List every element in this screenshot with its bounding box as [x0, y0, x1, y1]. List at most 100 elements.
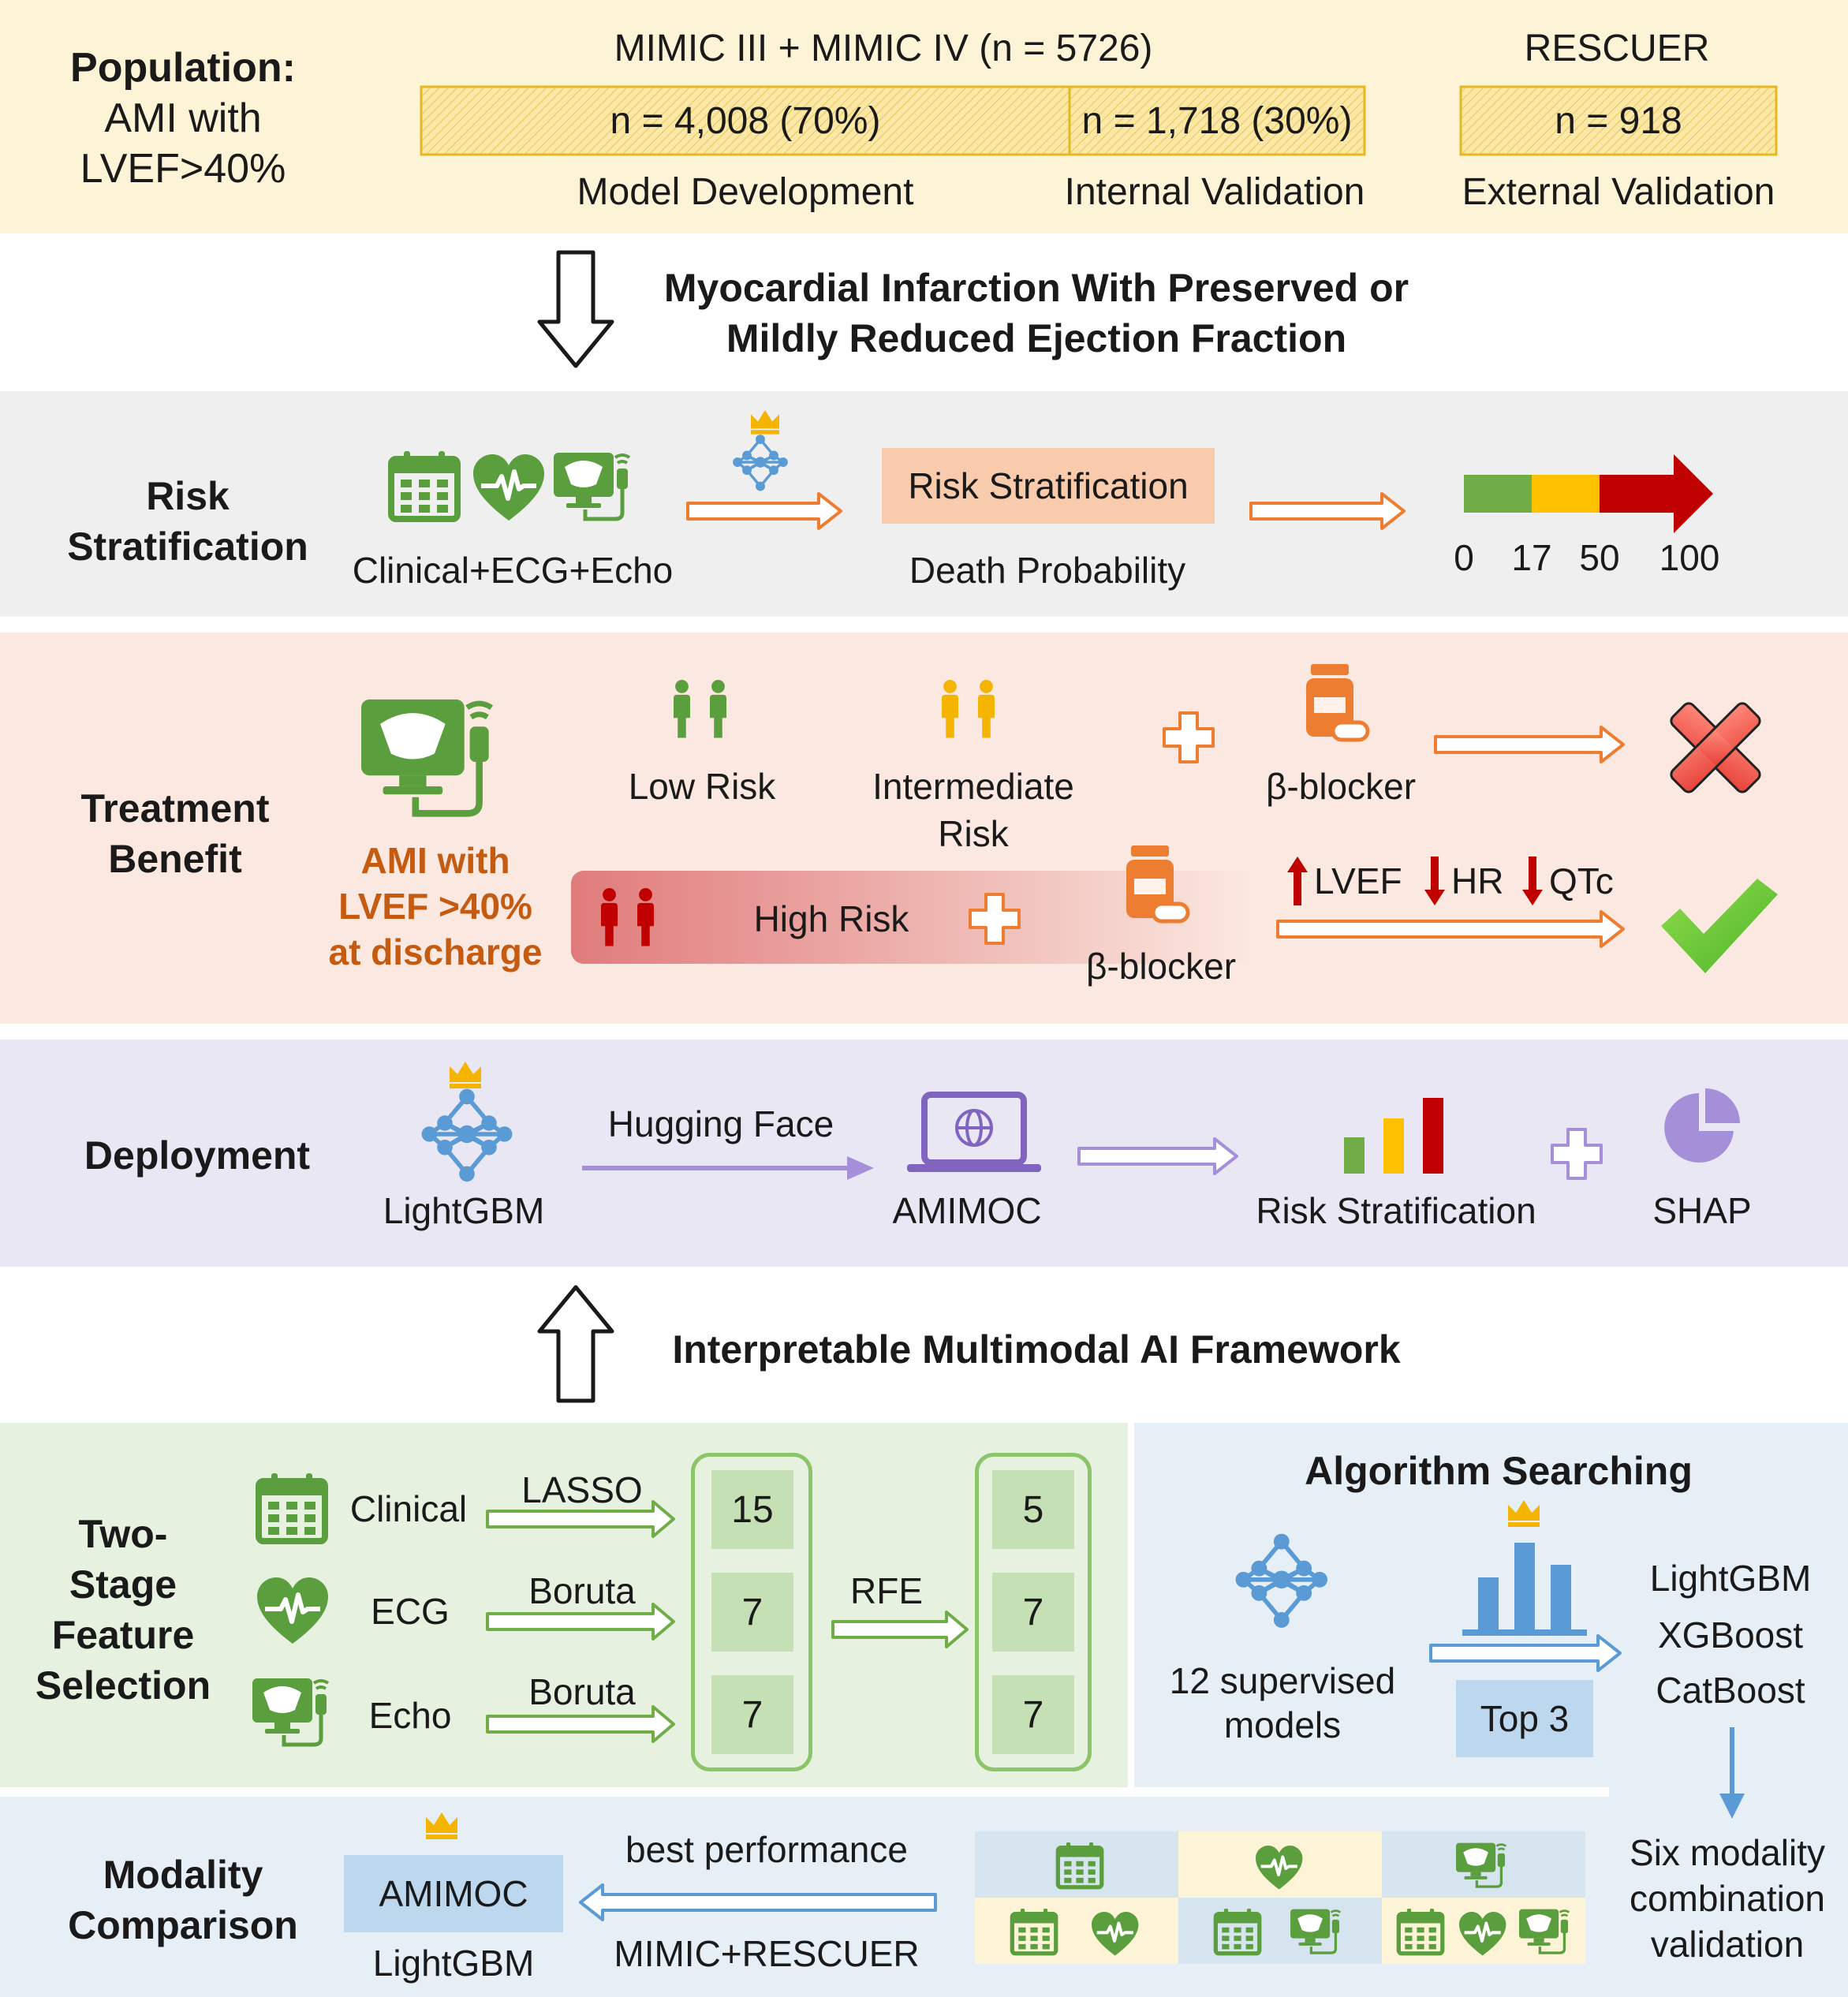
- qtc-down-arrow-icon: [1522, 857, 1543, 905]
- validation-line2: combination: [1629, 1878, 1826, 1919]
- ranking-bars-icon: [1462, 1500, 1587, 1636]
- validation-down-arrow: [1719, 1727, 1745, 1819]
- models-line1: 12 supervised: [1169, 1660, 1396, 1701]
- lightgbm-network-icon: [420, 1062, 514, 1172]
- treatment-title-line2: Benefit: [108, 837, 242, 881]
- amimoc-crown-icon: [426, 1812, 457, 1839]
- feature-title-line3: Feature: [51, 1613, 195, 1657]
- validation-line3: validation: [1650, 1924, 1805, 1965]
- pie-chart-icon: [1664, 1088, 1740, 1163]
- intermediate-risk-people-icon: [942, 680, 995, 738]
- risk-scale-segment-0: [1464, 475, 1532, 513]
- grid-heart-icon-1: [1254, 1844, 1305, 1891]
- plus-icon: [1163, 711, 1215, 763]
- risk-bars-icon: [1344, 1098, 1443, 1174]
- risk-stratification-box-label: Risk Stratification: [908, 465, 1189, 506]
- effect-hr: HR: [1451, 860, 1504, 901]
- heading-mi-line1: Myocardial Infarction With Preserved or: [663, 266, 1409, 310]
- internal-n: n = 1,718 (30%): [1081, 100, 1353, 142]
- stage1-echo-count: 7: [711, 1675, 793, 1754]
- feature-arrows-stage1: [486, 1500, 675, 1743]
- rescuer-header: RESCUER: [1524, 28, 1710, 69]
- beta-blocker-label-1: β-blocker: [1265, 766, 1417, 807]
- stage2-echo-count: 7: [992, 1675, 1074, 1754]
- heart-ecg-icon: [473, 454, 546, 522]
- deployment-model-label: LightGBM: [383, 1190, 545, 1231]
- development-label: Model Development: [577, 171, 914, 213]
- stage1-ecg-count: 7: [711, 1573, 793, 1652]
- feature-title-line1: Two-: [78, 1512, 168, 1556]
- stage2-container: [975, 1453, 1092, 1771]
- grid-calendar-icon-3: [1215, 1909, 1262, 1956]
- rfe-arrow: [831, 1611, 969, 1648]
- risk-scale-tick-17: 17: [1511, 537, 1552, 578]
- top-model-1: LightGBM: [1649, 1558, 1812, 1599]
- risk-scale-tick-50: 50: [1579, 537, 1620, 578]
- stage2-ecg-count: 7: [992, 1573, 1074, 1652]
- grid-heart-icon-3: [1458, 1910, 1508, 1958]
- beta-blocker-bottle-icon-2: [1126, 845, 1197, 932]
- population-line2: AMI with: [104, 95, 262, 141]
- algorithm-arrow: [1429, 1634, 1622, 1672]
- external-label: External Validation: [1462, 171, 1775, 213]
- risk-title-line1: Risk: [146, 474, 230, 518]
- ami-line2: LVEF >40%: [338, 886, 532, 927]
- population-label: Population:: [70, 45, 296, 91]
- hugging-face-label: Hugging Face: [607, 1103, 834, 1144]
- intermediate-risk-line1: Intermediate: [872, 766, 1074, 807]
- laptop-globe-icon: [907, 1092, 1041, 1172]
- high-risk-people-icon: [601, 888, 654, 946]
- algorithm-title: Algorithm Searching: [1305, 1449, 1693, 1493]
- ami-line1: AMI with: [360, 840, 510, 881]
- algorithm-network-icon: [1237, 1535, 1328, 1626]
- benefit-check-icon: [1661, 879, 1778, 973]
- stage1-container: [691, 1453, 812, 1771]
- low-risk-people-icon: [674, 680, 726, 738]
- feature-title-line4: Selection: [35, 1663, 211, 1708]
- high-risk-bar: [571, 871, 1257, 964]
- grid-heart-icon-2: [1090, 1910, 1141, 1958]
- deployment-title: Deployment: [84, 1133, 311, 1178]
- best-performance-label: best performance: [625, 1829, 908, 1870]
- population-line3: LVEF>40%: [80, 146, 286, 192]
- high-risk-label: High Risk: [753, 898, 909, 939]
- echo-label: Echo: [368, 1695, 452, 1736]
- beta-blocker-label-2: β-blocker: [1085, 946, 1237, 987]
- boruta-label-2: Boruta: [528, 1671, 636, 1712]
- cohort-bars: [420, 85, 1778, 156]
- mimic-header: MIMIC III + MIMIC IV (n = 5726): [614, 28, 1153, 69]
- stage2-clinical-count: 5: [992, 1470, 1074, 1549]
- framework-heading: Interpretable Multimodal AI Framework: [672, 1327, 1401, 1372]
- top3-box: Top 3: [1456, 1680, 1593, 1757]
- models-line2: models: [1223, 1704, 1342, 1745]
- treatment-title-line1: Treatment: [80, 786, 270, 831]
- modality-arrow: [579, 1883, 937, 1921]
- echo-monitor-icon: [554, 450, 633, 524]
- top-model-2: XGBoost: [1657, 1614, 1804, 1655]
- internal-label: Internal Validation: [1064, 171, 1365, 213]
- deployment-arrow: [1077, 1137, 1238, 1175]
- boruta-label-1: Boruta: [528, 1570, 636, 1611]
- grid-cell-clinical-ecg: [975, 1898, 1178, 1964]
- stage1-clinical-count: 15: [711, 1470, 793, 1549]
- echo-large-icon: [361, 694, 511, 820]
- ami-line3: at discharge: [328, 931, 543, 972]
- calendar-icon: [390, 451, 462, 522]
- low-risk-label: Low Risk: [628, 766, 776, 807]
- echo-icon: [252, 1675, 331, 1749]
- risk-title-line2: Stratification: [67, 524, 308, 569]
- risk-scale-segment-1: [1532, 475, 1600, 513]
- ecg-label: ECG: [371, 1591, 450, 1632]
- modality-model-label: LightGBM: [372, 1943, 535, 1984]
- beta-blocker-bottle-icon: [1306, 664, 1377, 751]
- up-arrow-icon: [537, 1285, 614, 1403]
- feature-title-line2: Stage: [69, 1562, 177, 1607]
- effect-qtc: QTc: [1549, 860, 1614, 901]
- deployment-risk-label: Risk Stratification: [1256, 1190, 1536, 1231]
- rfe-label: RFE: [850, 1570, 923, 1611]
- no-benefit-arrow: [1434, 726, 1625, 763]
- risk-inputs-label: Clinical+ECG+Echo: [352, 550, 674, 591]
- amimoc-label: AMIMOC: [892, 1190, 1042, 1231]
- down-arrow-icon: [537, 250, 614, 368]
- mimic-rescuer-label: MIMIC+RESCUER: [614, 1933, 920, 1974]
